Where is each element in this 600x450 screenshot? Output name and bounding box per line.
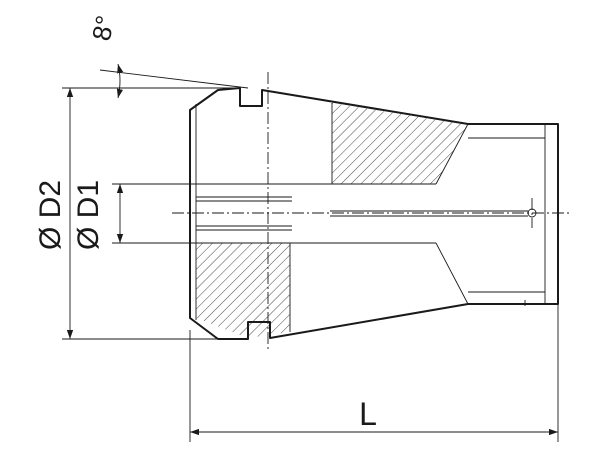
length-label: L	[359, 396, 377, 432]
collet-body-outline	[189, 87, 559, 340]
center-lines	[172, 72, 572, 352]
angle-label: 8°	[86, 13, 121, 44]
dimensions	[62, 63, 559, 442]
hatch-upper-front	[332, 103, 468, 184]
angle-dimension-arc	[116, 63, 124, 99]
taper-transition-bottom	[435, 242, 469, 305]
d1-label: Ø D1	[72, 180, 105, 250]
angle-extension-line	[99, 69, 249, 89]
collet-outline	[189, 87, 559, 340]
taper-transition-top	[435, 123, 469, 185]
hatch-lower-rear	[196, 243, 290, 338]
section-hatching	[196, 103, 468, 338]
d2-label: Ø D2	[34, 180, 67, 250]
